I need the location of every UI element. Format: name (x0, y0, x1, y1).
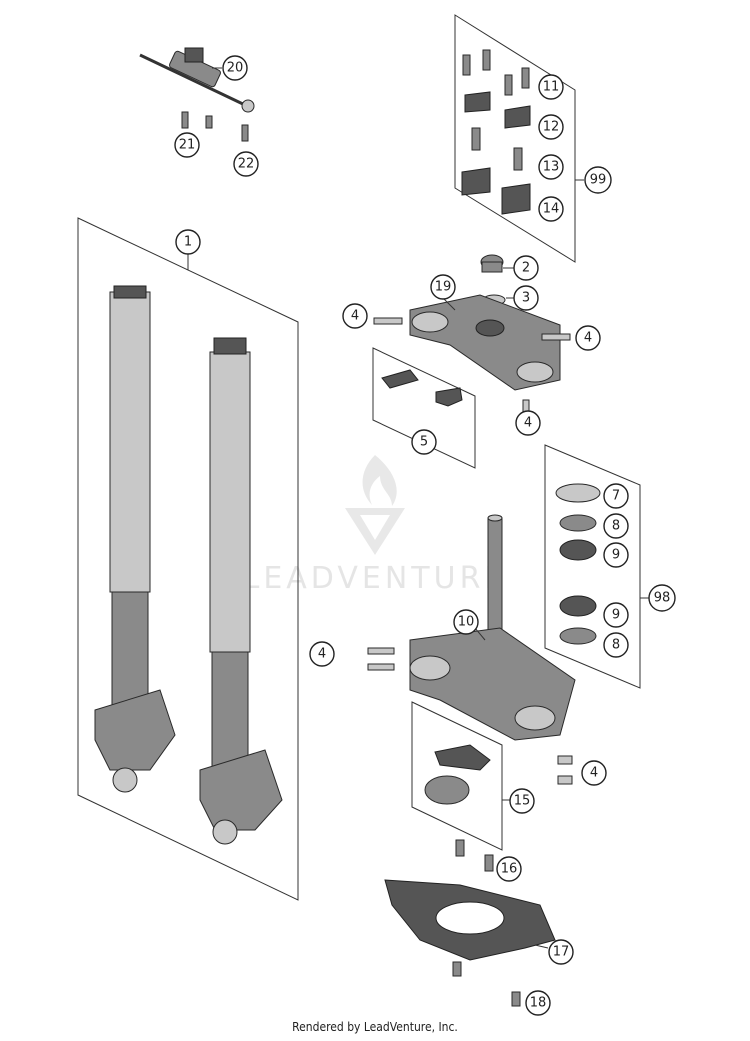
svg-text:98: 98 (654, 591, 671, 606)
svg-text:17: 17 (553, 945, 570, 960)
callout-1: 1 (175, 229, 201, 255)
bolts-16-group (455, 839, 494, 872)
svg-text:9: 9 (612, 548, 620, 563)
svg-text:15: 15 (514, 794, 531, 809)
svg-text:22: 22 (238, 157, 255, 172)
svg-text:11: 11 (543, 80, 560, 95)
steering-damper-group (139, 47, 255, 142)
bearing-kit-98-group (544, 444, 650, 689)
callout-12: 12 (538, 114, 564, 140)
footer-credit: Rendered by LeadVenture, Inc. (292, 1020, 458, 1034)
svg-text:99: 99 (590, 173, 607, 188)
callout-98: 98 (648, 584, 676, 612)
callout-19: 19 (430, 274, 456, 300)
callout-14: 14 (538, 196, 564, 222)
svg-text:13: 13 (543, 160, 560, 175)
callout-11: 11 (538, 74, 564, 100)
callout-99: 99 (584, 166, 612, 194)
svg-text:5: 5 (420, 435, 428, 450)
callout-4-upper-left: 4 (342, 303, 368, 329)
svg-text:1: 1 (184, 235, 192, 250)
callout-8-upper: 8 (603, 513, 629, 539)
svg-text:4: 4 (318, 647, 326, 662)
callout-8-lower: 8 (603, 632, 629, 658)
cover-17-group (384, 879, 556, 961)
svg-text:19: 19 (435, 280, 452, 295)
svg-text:12: 12 (543, 120, 560, 135)
svg-text:4: 4 (584, 331, 592, 346)
callout-4-upper-bottom: 4 (515, 410, 541, 436)
svg-text:21: 21 (179, 138, 196, 153)
svg-text:16: 16 (501, 862, 518, 877)
watermark-v-icon (345, 508, 405, 555)
svg-text:3: 3 (522, 291, 530, 306)
svg-text:8: 8 (612, 519, 620, 534)
svg-text:7: 7 (612, 489, 620, 504)
svg-text:8: 8 (612, 638, 620, 653)
callout-10: 10 (453, 609, 479, 635)
svg-text:4: 4 (590, 766, 598, 781)
leadventure-watermark: LEADVENTURE (243, 455, 508, 596)
callout-3: 3 (513, 285, 539, 311)
fork-assembly-group (77, 217, 299, 901)
callout-22: 22 (233, 151, 259, 177)
svg-text:4: 4 (524, 416, 532, 431)
callout-17: 17 (548, 939, 574, 965)
callout-16: 16 (496, 856, 522, 882)
callout-21: 21 (174, 132, 200, 158)
bolts-18-group (452, 961, 521, 1007)
svg-text:9: 9 (612, 608, 620, 623)
lower-triple-clamp-group (367, 514, 576, 785)
upper-triple-clamp-group (373, 294, 571, 419)
callout-7: 7 (603, 483, 629, 509)
callout-4-lower-right: 4 (581, 760, 607, 786)
svg-text:4: 4 (351, 309, 359, 324)
callout-15: 15 (509, 788, 535, 814)
svg-text:10: 10 (458, 615, 475, 630)
svg-text:18: 18 (530, 996, 547, 1011)
svg-text:14: 14 (543, 202, 560, 217)
callout-18: 18 (525, 990, 551, 1016)
callout-13: 13 (538, 154, 564, 180)
watermark-text: LEADVENTURE (243, 561, 508, 596)
watermark-flame-icon (362, 455, 397, 506)
callout-20: 20 (222, 55, 248, 81)
svg-text:20: 20 (227, 61, 244, 76)
svg-text:2: 2 (522, 261, 530, 276)
callout-4-upper-right: 4 (575, 325, 601, 351)
callout-5: 5 (411, 429, 437, 455)
callout-4-lower-left: 4 (309, 641, 335, 667)
callout-9-upper: 9 (603, 542, 629, 568)
mounting-kit-99-group (454, 14, 584, 263)
callout-2: 2 (513, 255, 539, 281)
bracket-kit-15-group (411, 701, 510, 851)
callout-9-lower: 9 (603, 602, 629, 628)
